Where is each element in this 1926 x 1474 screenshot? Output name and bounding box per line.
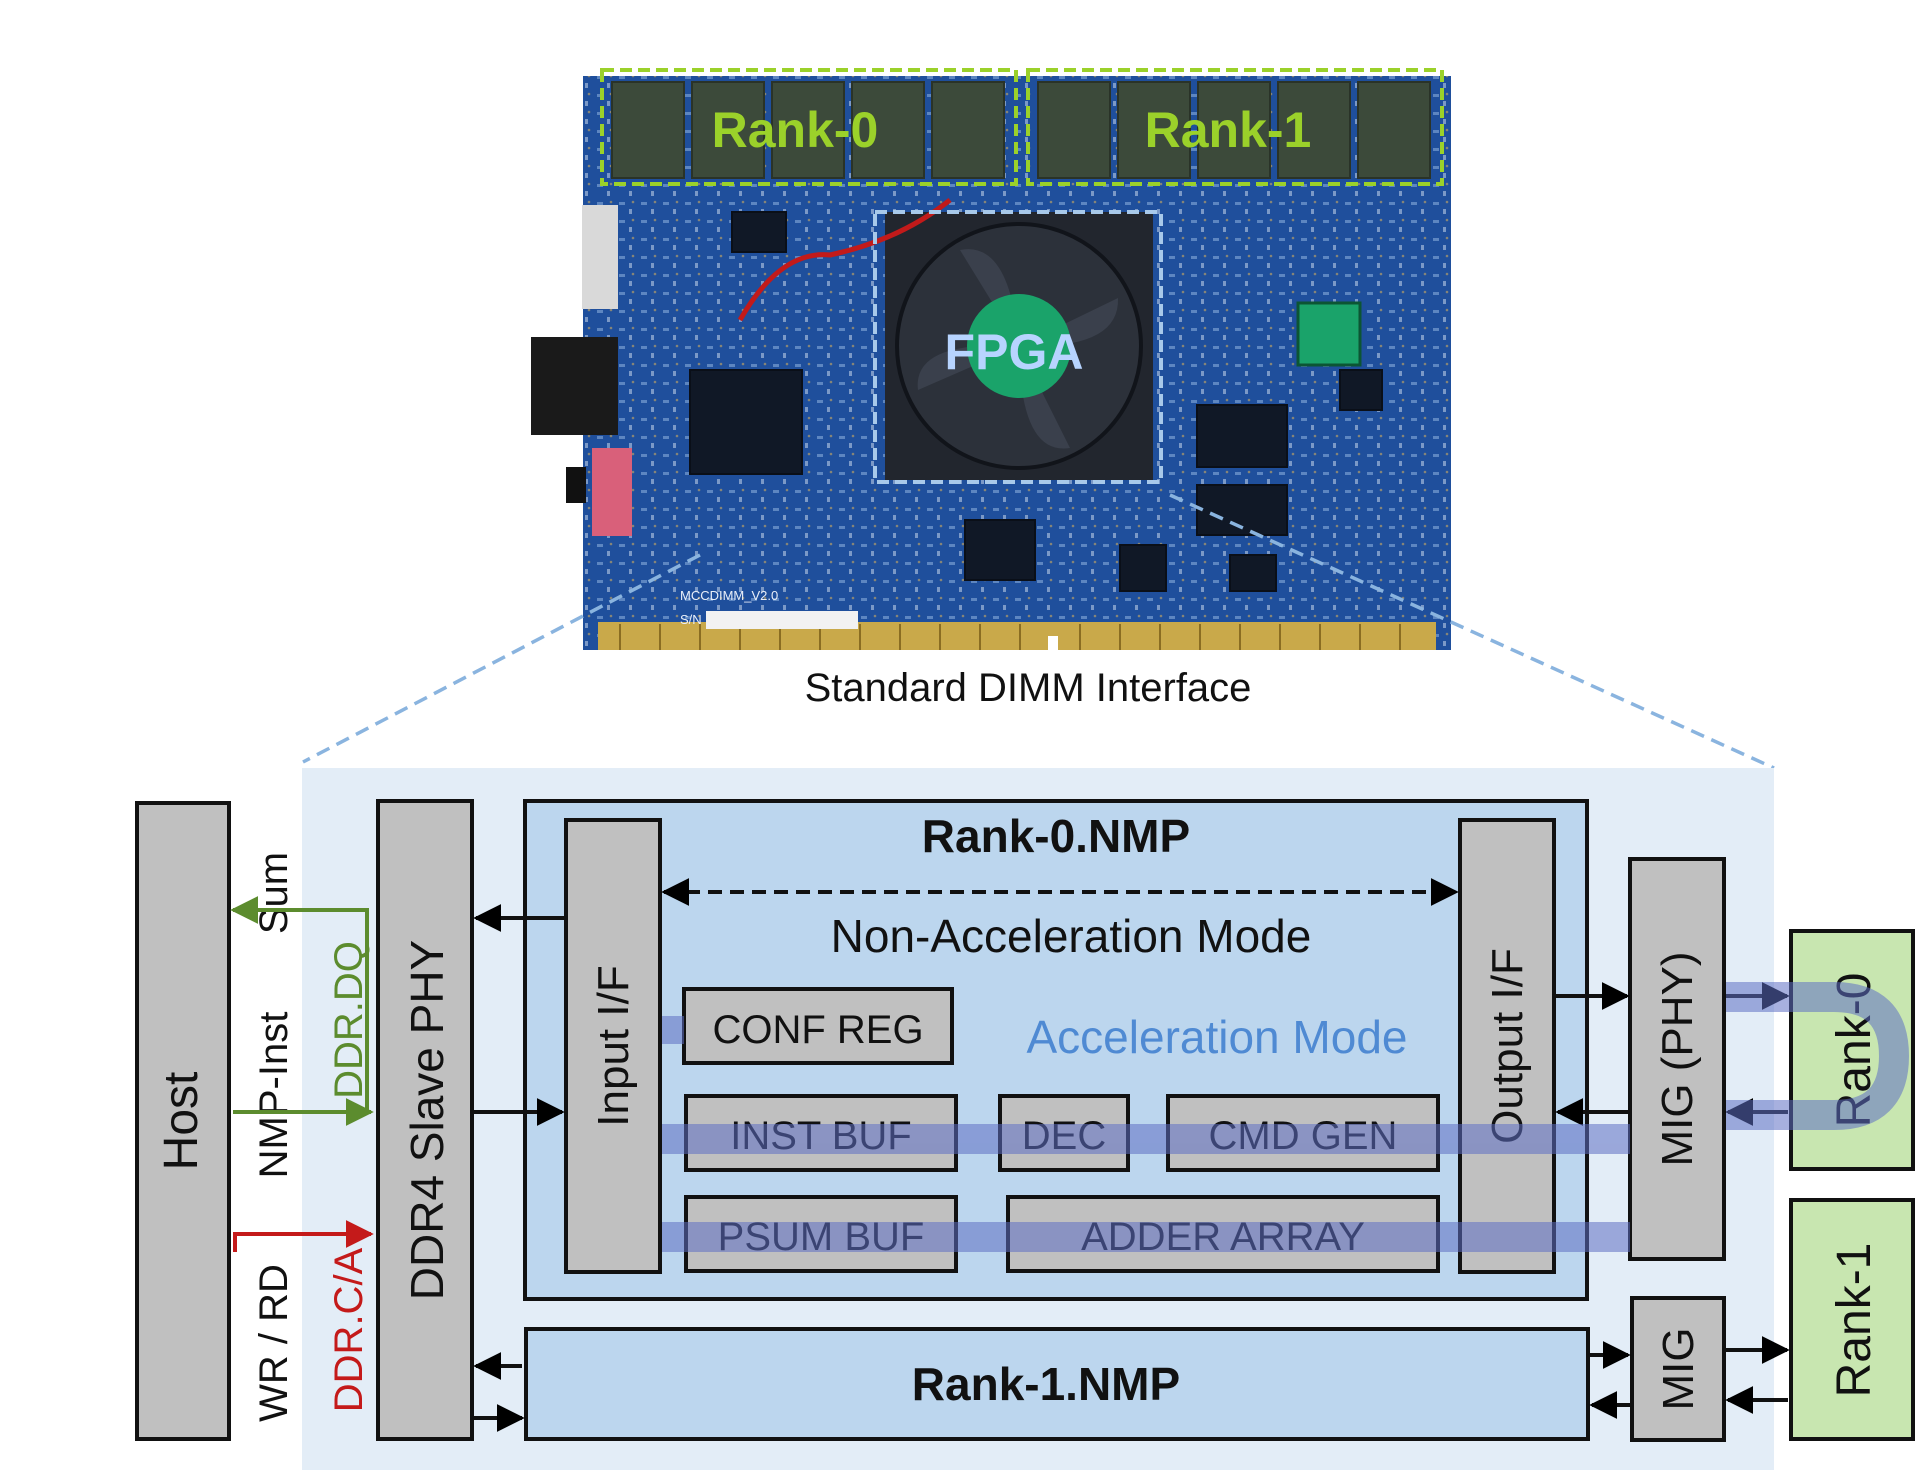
- power-jack: [531, 337, 618, 435]
- ddr-ca-label: DDR.C/A: [327, 1247, 371, 1412]
- fan-icon: [895, 222, 1143, 470]
- input-if-label: Input I/F: [589, 965, 638, 1126]
- rank0-nmp-title: Rank-0.NMP: [922, 810, 1190, 862]
- output-if-label: Output I/F: [1483, 948, 1532, 1144]
- photo-caption: Standard DIMM Interface: [805, 666, 1252, 710]
- mig-phy-block: [1628, 857, 1726, 1261]
- dip-switch: [592, 448, 632, 536]
- silkscreen-sn: S/N: [680, 612, 702, 627]
- ddr4-slave-phy-block: [376, 799, 474, 1441]
- nmp-inst-label: NMP-Inst: [252, 1012, 296, 1179]
- photo-rank1-label: Rank-1: [1145, 102, 1312, 158]
- mig-label: MIG: [1654, 1327, 1703, 1410]
- accel-dataflow-bands: [662, 982, 1834, 1252]
- host-block: [135, 801, 231, 1441]
- mig-block: [1630, 1296, 1726, 1442]
- zoom-line-left: [302, 553, 701, 764]
- sum-label: Sum: [252, 852, 296, 934]
- rank0-loop-band: [1833, 982, 1910, 1130]
- silkscreen-model: MCCDIMM_V2.0: [680, 588, 778, 603]
- non-accel-mode-label: Non-Acceleration Mode: [831, 910, 1312, 962]
- rank1-nmp-label: Rank-1.NMP: [912, 1358, 1180, 1410]
- rank0-highlight-box: [600, 68, 1018, 186]
- zoom-line-right: [1169, 493, 1775, 770]
- fpga-highlight-box: [873, 210, 1163, 484]
- conf-reg-label: CONF REG: [712, 1008, 923, 1052]
- wr-rd-label: WR / RD: [252, 1264, 296, 1422]
- output-if-block: [1458, 818, 1556, 1274]
- input-if-block: [564, 818, 662, 1274]
- dimm-board-photo: Rank-0 Rank-1 MCCDIMM_V2.0 S/N: [531, 68, 1451, 710]
- push-button: [566, 467, 586, 503]
- rank1-label: Rank-1: [1828, 1243, 1881, 1398]
- ddr-dq-label: DDR.DQ: [327, 941, 371, 1099]
- dram-chips: [611, 81, 1431, 179]
- silkscreen-sn-field: [706, 611, 858, 629]
- ddr4-slave-phy-label: DDR4 Slave PHY: [401, 940, 453, 1300]
- photo-rank0-label: Rank-0: [712, 102, 879, 158]
- mig-phy-label: MIG (PHY): [1653, 951, 1702, 1166]
- fan-wire: [737, 198, 952, 322]
- accel-mode-label: Acceleration Mode: [1027, 1011, 1408, 1063]
- rank1-highlight-box: [1026, 68, 1444, 186]
- host-label: Host: [155, 1072, 208, 1171]
- board-components: [689, 211, 1383, 592]
- qfn-chip: [1296, 301, 1362, 367]
- side-header: [582, 205, 618, 309]
- rank1-nmp-block: [524, 1327, 1590, 1441]
- edge-connector-pins: [619, 624, 1401, 650]
- edge-key-notch: [1048, 636, 1058, 650]
- photo-fpga-label: FPGA: [945, 324, 1084, 380]
- rank1-block: [1789, 1198, 1915, 1441]
